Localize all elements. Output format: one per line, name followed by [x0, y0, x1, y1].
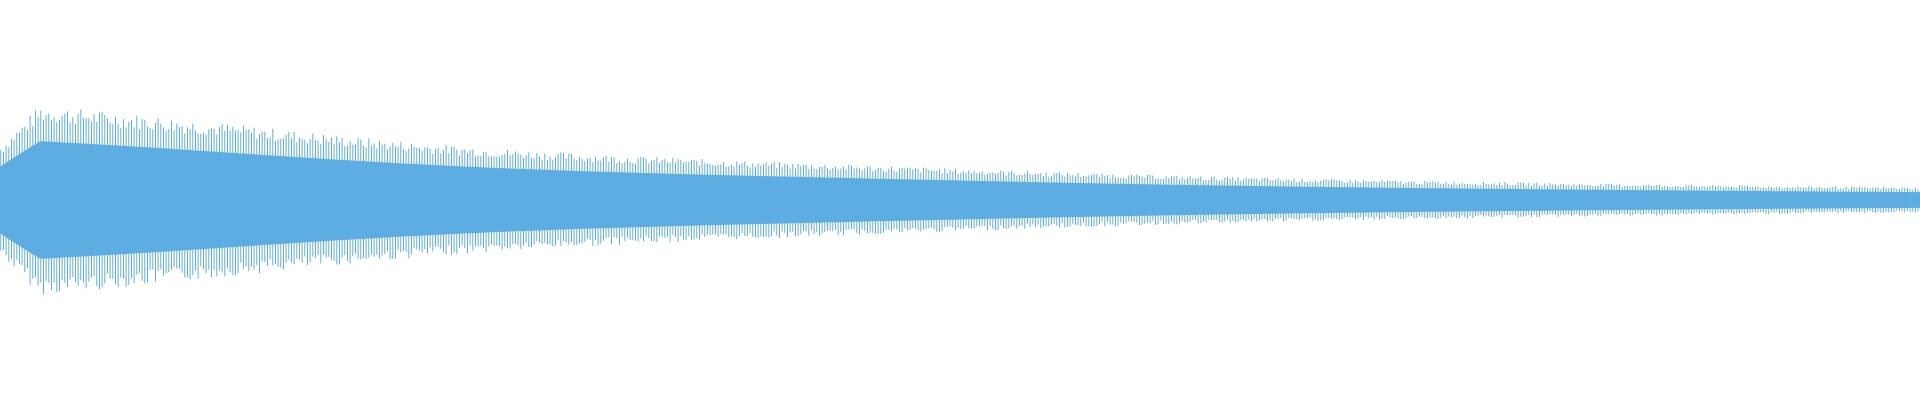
waveform-peaks [0, 109, 1919, 295]
waveform-core [0, 141, 1920, 259]
